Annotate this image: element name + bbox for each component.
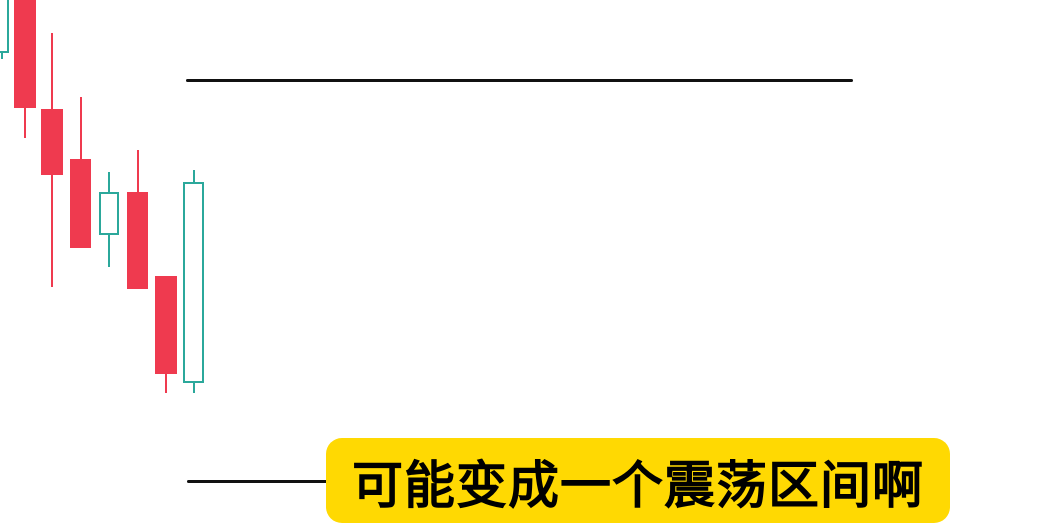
candle-body (127, 192, 148, 289)
candle-body (70, 159, 91, 248)
candle-body (14, 0, 36, 108)
candle-body (0, 0, 9, 53)
support-line (187, 480, 332, 483)
candle-body (41, 109, 63, 175)
candle-body (99, 192, 119, 235)
caption-text: 可能变成一个震荡区间啊 (351, 456, 924, 514)
resistance-line (186, 79, 853, 82)
candle-body (183, 182, 204, 383)
candle-body (155, 276, 177, 374)
caption-bubble: 可能变成一个震荡区间啊 (326, 438, 950, 523)
